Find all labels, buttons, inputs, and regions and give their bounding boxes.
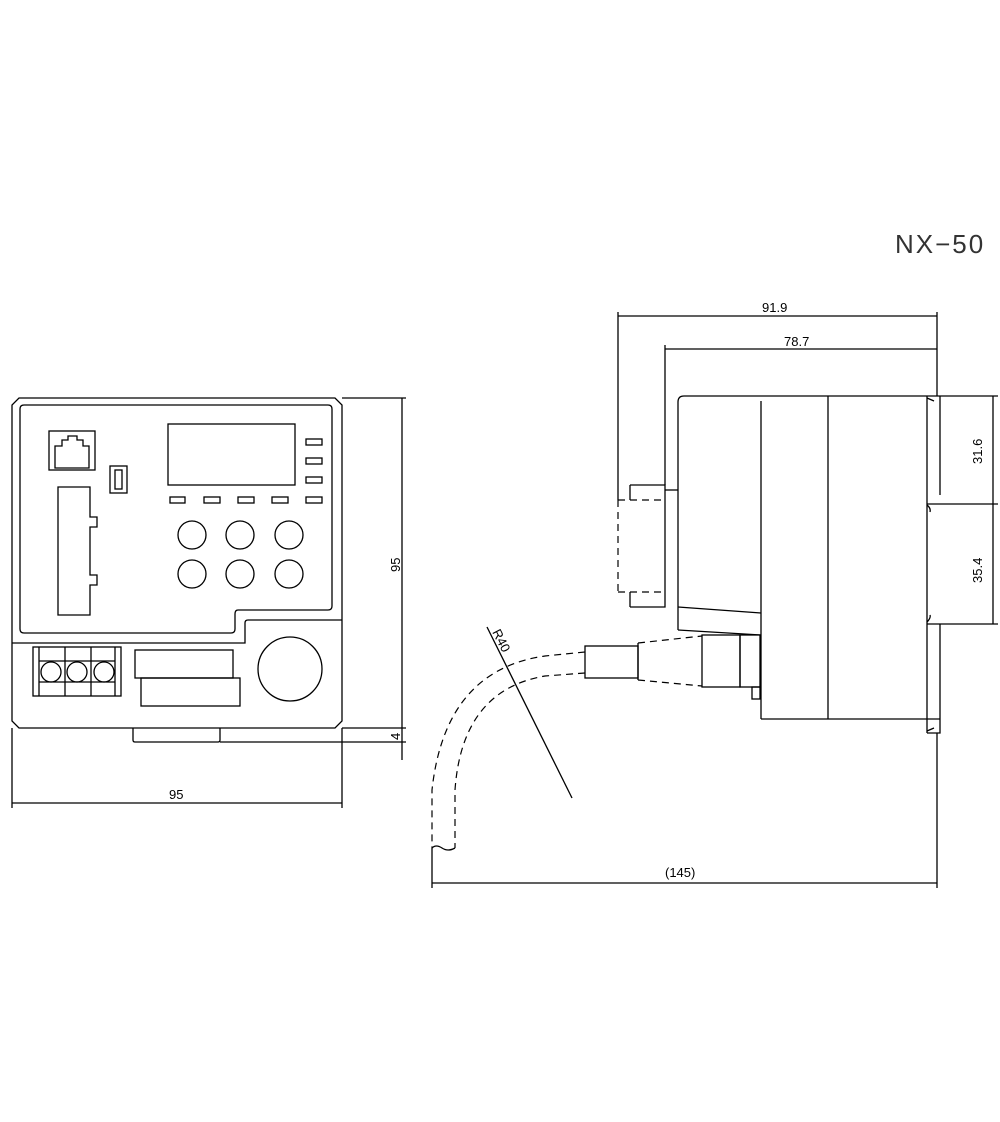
indicator-leds: [169, 438, 323, 504]
label-plate-upper: [134, 649, 234, 679]
model-title: NX−50: [895, 229, 985, 259]
bend-radius-label: R40: [489, 627, 513, 655]
terminal-block: [32, 646, 122, 697]
radius-leader: [486, 626, 573, 799]
front-divider-line: [12, 619, 342, 644]
cable-length-dimension: (145): [665, 865, 695, 880]
width-dimension: 95: [169, 787, 183, 802]
round-port: [257, 636, 323, 702]
side-body-rear: [677, 395, 940, 630]
height-dimension: 95: [388, 558, 403, 572]
lower-height-dimension: 35.4: [970, 558, 985, 583]
switch-slider: [114, 469, 123, 490]
tab-dimension: 4: [388, 733, 403, 740]
cable: [431, 651, 586, 851]
rj-jack-icon: [48, 430, 96, 471]
label-plate-lower: [140, 677, 241, 707]
side-flange: [927, 396, 941, 734]
upper-height-dimension: 31.6: [970, 439, 985, 464]
front-view: 95 4 95: [11, 397, 406, 808]
body-depth-dimension: 78.7: [784, 334, 809, 349]
cable-connector: [584, 634, 761, 700]
rear-connector: [629, 484, 666, 608]
front-upper-panel: [19, 404, 333, 634]
front-outer-housing: [11, 397, 343, 729]
rj-jack-port: [54, 435, 90, 469]
side-view: R40 91.9 78.7 31.6 35.4 (145): [431, 300, 998, 888]
keypad-buttons: [177, 520, 304, 589]
display-window: [167, 423, 296, 486]
overall-depth-dimension: 91.9: [762, 300, 787, 315]
din-connector: [57, 486, 98, 616]
bottom-tab: [132, 728, 221, 743]
switch-icon: [109, 465, 128, 494]
